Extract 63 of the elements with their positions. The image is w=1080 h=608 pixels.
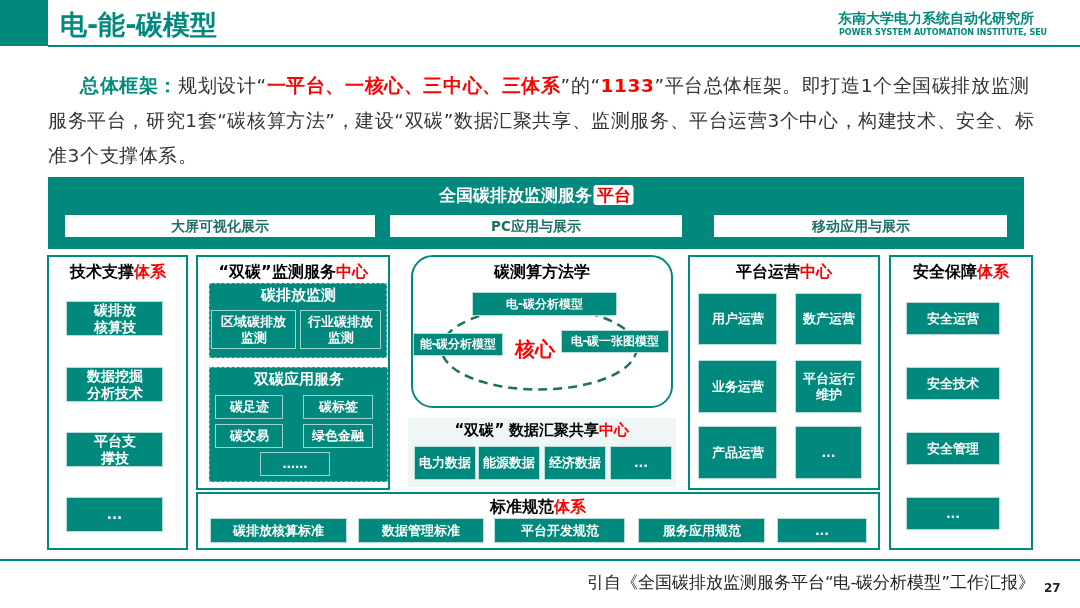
display-bar: PC应用与展示 bbox=[390, 215, 682, 237]
section-heading: 碳测算方法学 bbox=[494, 262, 590, 282]
module-tile: 数据挖掘分析技术 bbox=[66, 367, 163, 402]
module-tile: 平台开发规范 bbox=[494, 518, 625, 543]
module-tile: 数产运营 bbox=[795, 293, 862, 345]
module-tile: 碳排放核算标准 bbox=[210, 518, 347, 543]
section-heading: 平台运营中心 bbox=[736, 262, 832, 282]
platform-title: 全国碳排放监测服务平台 bbox=[438, 185, 634, 206]
service-tile: …… bbox=[260, 452, 330, 476]
module-tile: ... bbox=[610, 446, 672, 480]
module-tile: 电-碳分析模型 bbox=[472, 292, 617, 316]
section-panel bbox=[688, 255, 880, 490]
module-tile: 能源数据 bbox=[478, 446, 540, 480]
section-panel bbox=[196, 255, 390, 490]
section-panel bbox=[196, 492, 880, 550]
slide-title: 电-能-碳模型 bbox=[60, 8, 218, 42]
module-tile: 能-碳分析模型 bbox=[413, 333, 503, 356]
module-tile: 电-碳一张图模型 bbox=[561, 330, 669, 353]
section-heading: 安全保障体系 bbox=[913, 262, 1009, 282]
section-heading: “双碳”监测服务中心 bbox=[218, 262, 368, 282]
service-group bbox=[209, 283, 387, 358]
section-heading: 技术支撑体系 bbox=[69, 262, 166, 282]
section-panel bbox=[889, 255, 1033, 550]
service-tile: 行业碳排放监测 bbox=[300, 310, 381, 349]
group-heading: 双碳应用服务 bbox=[253, 371, 344, 389]
core-label: 核心 bbox=[515, 336, 555, 361]
module-tile: 安全管理 bbox=[906, 432, 1000, 465]
service-tile: 绿色金融 bbox=[303, 424, 373, 448]
module-tile: 平台运行维护 bbox=[795, 360, 862, 413]
service-tile: 碳标签 bbox=[303, 395, 373, 419]
display-bar: 大屏可视化展示 bbox=[65, 215, 375, 237]
service-tile: 碳足迹 bbox=[215, 395, 283, 419]
platform-band bbox=[48, 177, 1024, 249]
module-tile: 经济数据 bbox=[544, 446, 606, 480]
section-panel bbox=[47, 255, 188, 550]
module-tile: 安全技术 bbox=[906, 367, 1000, 400]
section-heading: 标准规范体系 bbox=[490, 497, 586, 517]
module-tile: ... bbox=[795, 426, 862, 479]
service-tile: 碳交易 bbox=[215, 424, 283, 448]
module-tile: ... bbox=[66, 497, 163, 532]
intro-paragraph: 总体框架：规划设计“一平台、一核心、三中心、三体系”的“1133”平台总体框架。即打造1个全国碳排放监测服务平台，研究1套“碳核算方法”，建设“双碳”数据汇聚共享、监测服务、平台运营3个中心，构建技术、安全、标准3个支撑体系。 bbox=[48, 74, 1036, 168]
module-tile: ... bbox=[777, 518, 867, 543]
module-tile: 碳排放核算技 bbox=[66, 301, 163, 336]
module-tile: ... bbox=[906, 497, 1000, 530]
module-tile: 产品运营 bbox=[698, 426, 777, 479]
service-tile: 区域碳排放监测 bbox=[211, 310, 296, 349]
group-heading: 碳排放监测 bbox=[260, 287, 336, 305]
module-tile: 用户运营 bbox=[698, 293, 777, 345]
service-group bbox=[209, 367, 388, 482]
module-tile: 数据管理标准 bbox=[358, 518, 484, 543]
method-panel bbox=[411, 255, 673, 408]
display-bar: 移动应用与展示 bbox=[714, 215, 1007, 237]
module-tile: 业务运营 bbox=[698, 360, 777, 413]
source-caption: 引自《全国碳排放监测服务平台“电-碳分析模型”工作汇报》 bbox=[586, 572, 1035, 594]
institute-name: 东南大学电力系统自动化研究所 bbox=[838, 10, 1034, 28]
module-tile: 服务应用规范 bbox=[638, 518, 765, 543]
page-number: 27 bbox=[1044, 581, 1061, 595]
data-panel bbox=[408, 418, 676, 487]
section-heading: “双碳” 数据汇聚共享中心 bbox=[454, 421, 630, 439]
institute-name-english: POWER SYSTEM AUTOMATION INSTITUTE, SEU bbox=[839, 28, 1048, 37]
module-tile: 安全运营 bbox=[906, 302, 1000, 335]
module-tile: 平台支撑技 bbox=[66, 432, 163, 467]
module-tile: 电力数据 bbox=[414, 446, 476, 480]
